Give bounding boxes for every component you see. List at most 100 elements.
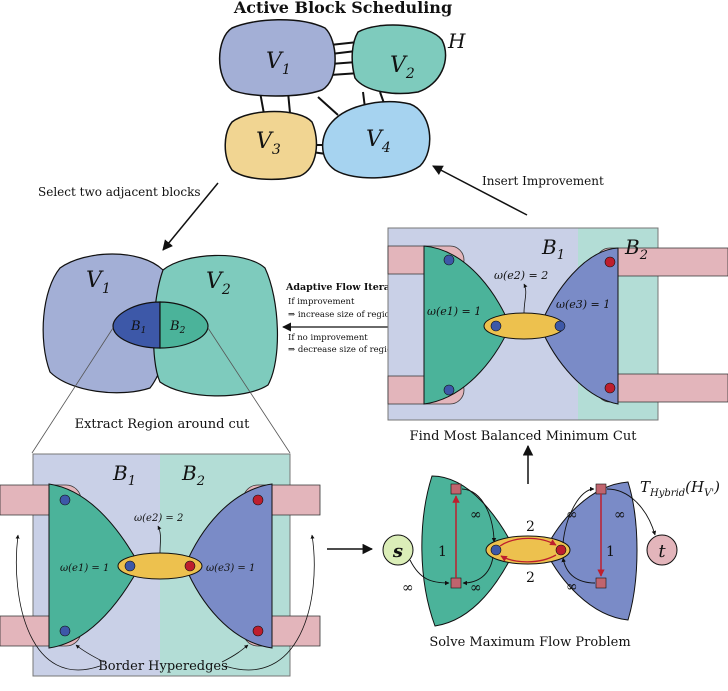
- hypergraph-h: V1 V2 V3 V4 H: [218, 19, 466, 181]
- region-dot: [252, 494, 264, 506]
- adaptive-increase: ⇒ increase size of regions: [288, 310, 400, 320]
- min-cut-dot: [554, 320, 566, 332]
- min-cut-dot: [604, 382, 616, 394]
- flow-square-br: [595, 577, 607, 589]
- flow-edge-tl-node: [461, 488, 497, 543]
- border-arrow-left-b: [75, 644, 105, 663]
- arrow-select-blocks: [162, 182, 219, 251]
- flow-network: s t ∞ ∞ ∞ ∞ ∞ ∞ 2 2: [382, 475, 720, 650]
- pair-region-b2: [159, 301, 209, 349]
- adaptive-flow-note: Adaptive Flow Iterations If improvement …: [282, 282, 416, 355]
- flow-edge-t-out: [606, 488, 657, 536]
- diagram-title: Active Block Scheduling: [233, 0, 452, 17]
- block-v4: [321, 101, 431, 179]
- flow-cap-right: 1: [606, 544, 615, 560]
- block-v3-label: V3: [256, 129, 281, 158]
- label-insert-improvement: Insert Improvement: [482, 174, 604, 188]
- zoom-line-right: [207, 327, 291, 454]
- flow-red-arc-bottom: [500, 554, 557, 563]
- flow-cap-bottom: 2: [526, 570, 535, 586]
- region-dot: [252, 625, 264, 637]
- block-v2-label: V2: [390, 53, 415, 82]
- block-v1: [218, 19, 336, 97]
- block-v2: [351, 24, 447, 95]
- flow-cap-left: 1: [438, 544, 447, 560]
- min-cut-b1-label: B1: [541, 235, 565, 263]
- min-cut-panel: B1 B2 ω(e1) = 1 ω(e2) = 2 ω(e3) = 1 Find…: [387, 227, 728, 444]
- flow-square-tr: [595, 483, 607, 495]
- border-arrow-left-a: [15, 534, 101, 671]
- border-arrow-right-a: [224, 534, 315, 671]
- flow-inf-label: ∞: [566, 507, 578, 523]
- pair-v1-label: V1: [86, 268, 111, 297]
- border-arrow-right-b: [221, 644, 249, 663]
- min-cut-w-e1: ω(e1) = 1: [427, 305, 481, 318]
- region-b1-label: B1: [112, 461, 136, 489]
- label-extract-region: Extract Region around cut: [75, 417, 251, 432]
- label-find-min-cut: Find Most Balanced Minimum Cut: [410, 429, 638, 444]
- region-w-e2: ω(e2) = 2: [134, 513, 183, 524]
- flow-inf-label: ∞: [470, 580, 482, 596]
- region-dot: [124, 560, 136, 572]
- zoom-line-left: [31, 327, 114, 454]
- flow-edge-node-tr: [562, 486, 595, 544]
- adaptive-if-no-improvement: If no improvement: [288, 333, 368, 343]
- pair-b2-label: B2: [169, 319, 186, 336]
- min-cut-b2-label: B2: [624, 235, 648, 263]
- min-cut-dot: [490, 320, 502, 332]
- region-frame: [32, 453, 291, 677]
- source-node: [382, 534, 414, 566]
- pair-v2-label: V2: [206, 269, 231, 298]
- pair-block-v2: [152, 254, 278, 397]
- flow-square-tl: [450, 483, 462, 495]
- flow-cap-top: 2: [526, 519, 535, 535]
- arrow-insert-improvement: [432, 165, 528, 216]
- min-cut-dot: [604, 256, 616, 268]
- pair-region-b1: [112, 301, 161, 349]
- label-select-blocks: Select two adjacent blocks: [38, 185, 201, 199]
- region-dot: [59, 494, 71, 506]
- block-v1-label: V1: [266, 49, 291, 78]
- block-v3: [224, 110, 318, 181]
- flow-edge-s-in: [409, 559, 450, 586]
- hypergraph-name: H: [447, 29, 466, 53]
- min-cut-frame: [387, 227, 659, 421]
- flow-edge-br-node: [561, 557, 596, 584]
- block-v4-label: V4: [366, 127, 391, 156]
- flow-node-red: [555, 544, 567, 556]
- region-w-e3: ω(e3) = 1: [206, 563, 255, 574]
- block-pair: V1 V2 B1 B2: [42, 253, 278, 397]
- flow-hybrid-label: THybrid(HV'): [640, 478, 720, 499]
- source-label: s: [392, 541, 403, 562]
- label-solve-flow: Solve Maximum Flow Problem: [429, 635, 630, 650]
- adaptive-decrease: ⇒ decrease size of regions: [288, 345, 402, 355]
- flow-inf-label: ∞: [470, 507, 482, 523]
- flow-edge-node-bl: [462, 556, 494, 586]
- flow-inf-label: ∞: [402, 580, 414, 596]
- flow-square-bl: [450, 577, 462, 589]
- sink-node: [646, 534, 678, 566]
- region-dot: [184, 560, 196, 572]
- region-e2-pointer: [157, 525, 162, 554]
- region-w-e1: ω(e1) = 1: [60, 563, 109, 574]
- flow-inf-label: ∞: [566, 579, 578, 595]
- region-dot: [59, 625, 71, 637]
- min-cut-dot: [443, 384, 455, 396]
- min-cut-w-e2: ω(e2) = 2: [494, 269, 548, 282]
- region-b2-label: B2: [181, 461, 205, 489]
- flow-inf-label: ∞: [614, 507, 626, 523]
- label-border-hyperedges: Border Hyperedges: [98, 659, 228, 674]
- flow-red-arc-top: [499, 537, 557, 547]
- adaptive-title: Adaptive Flow Iterations: [285, 282, 416, 293]
- region-panel: B1 B2 ω(e1) = 1 ω(e2) = 2 ω(e3) = 1 Bord…: [0, 453, 321, 677]
- min-cut-e2-pointer: [523, 283, 528, 314]
- pair-b1-label: B1: [130, 319, 146, 336]
- pair-block-v1: [42, 253, 171, 394]
- min-cut-dot: [443, 254, 455, 266]
- min-cut-w-e3: ω(e3) = 1: [556, 298, 610, 311]
- flow-blue-region: [544, 481, 638, 621]
- sink-label: t: [658, 541, 666, 562]
- adaptive-if-improvement: If improvement: [288, 297, 355, 307]
